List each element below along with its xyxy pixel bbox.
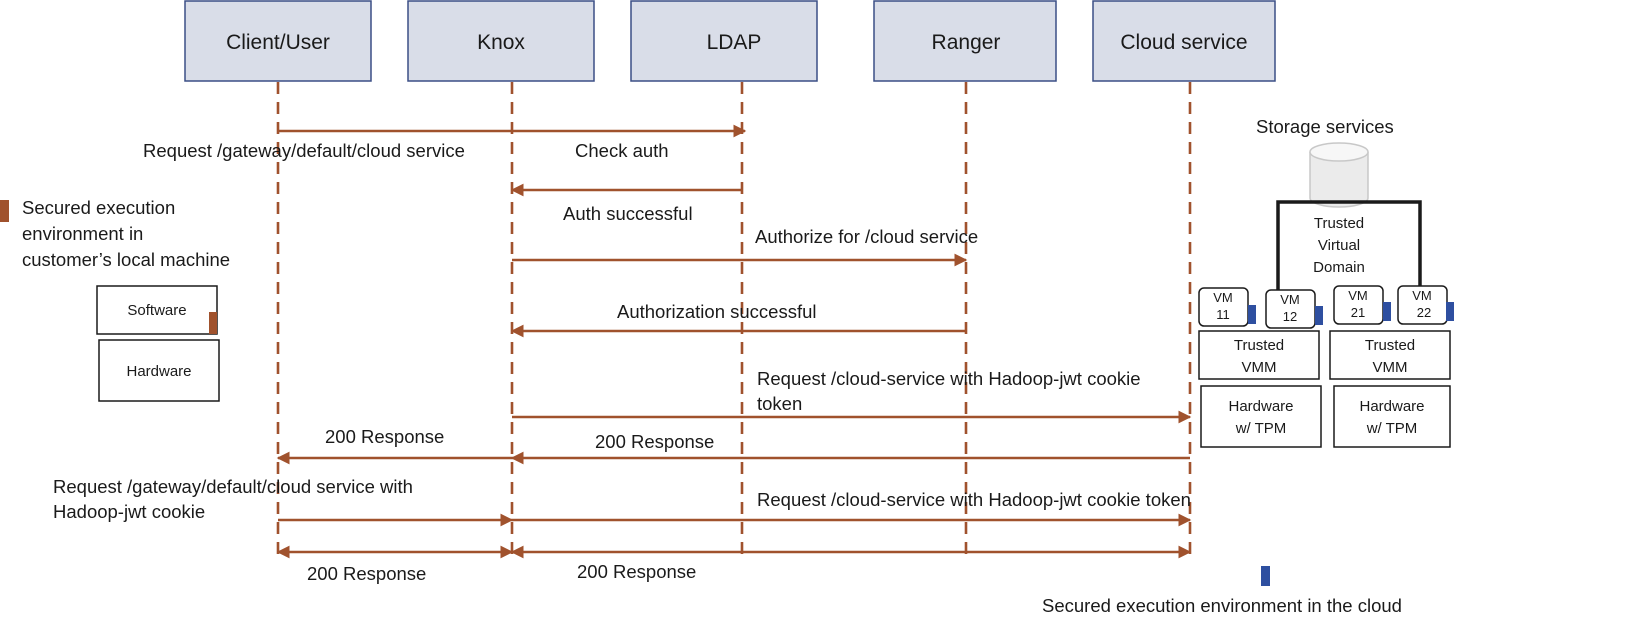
cloud-legend-caption: Secured execution environment in the clo… [1042,595,1402,616]
hardware-tpm-right-label-1: Hardware [1359,398,1424,415]
msg-check-auth-label: Check auth [575,140,669,161]
local-legend-marker [0,200,9,222]
trusted-vmm-right: Trusted VMM [1329,330,1451,380]
trusted-vmm-left-box [1198,330,1320,380]
msg-response-cloud-label: 200 Response [595,431,714,452]
hardware-box [98,339,220,402]
actor-ldap: LDAP [630,0,818,82]
trusted-domain-line-2: Virtual [1318,237,1360,254]
actor-cloud: Cloud service [1092,0,1276,82]
hardware-tpm-left-label-1: Hardware [1228,398,1293,415]
msg-request-cloud-label-2: token [757,393,802,414]
vm-11-label-2: 11 [1216,307,1230,322]
msg-authorization-successful-label: Authorization successful [617,301,817,322]
msg-request-gateway-cookie-label-2: Hadoop-jwt cookie [53,501,205,522]
vm-21-label-2: 21 [1351,305,1365,320]
storage-cylinder-icon [1309,142,1369,208]
vm-11-label-1: VM [1213,290,1233,305]
actor-cloud-box [1092,0,1276,82]
vm-22-label-1: VM [1412,288,1432,303]
vm-22-label-2: 22 [1417,305,1431,320]
trusted-vmm-right-label-1: Trusted [1365,337,1415,354]
vm-21-tpm-marker [1383,302,1391,321]
msg-request-gateway-cookie-label-1: Request /gateway/default/cloud service w… [53,476,413,497]
actor-ldap-box [630,0,818,82]
cloud-environment: Storage services Trusted Virtual Domain … [1042,116,1454,616]
actor-ldap-label: LDAP [707,31,762,54]
hardware-tpm-left: Hardware w/ TPM [1200,385,1322,448]
msg-request-cloud-cookie-label: Request /cloud-service with Hadoop-jwt c… [757,489,1191,510]
vm-21-label-1: VM [1348,288,1368,303]
hardware-tpm-left-label-2: w/ TPM [1235,420,1287,437]
trusted-vmm-right-label-2: VMM [1373,359,1408,376]
hardware-tpm-left-box [1200,385,1322,448]
hardware-tpm-right: Hardware w/ TPM [1333,385,1451,448]
storage-services-title: Storage services [1256,116,1394,137]
actor-cloud-label: Cloud service [1120,31,1247,54]
hardware-label: Hardware [126,363,191,380]
msg-request-gateway-label: Request /gateway/default/cloud service [143,140,465,161]
trusted-domain-bracket [1276,200,1422,290]
msg-request-cloud-label-1: Request /cloud-service with Hadoop-jwt c… [757,368,1141,389]
actor-client: Client/User [184,0,372,82]
msg-response-client-label: 200 Response [325,426,444,447]
hardware-tpm-right-label-2: w/ TPM [1366,420,1418,437]
actor-knox-label: Knox [477,31,525,54]
trusted-vmm-left-label-2: VMM [1242,359,1277,376]
trusted-domain-line-3: Domain [1313,259,1365,276]
msg-authorize-label: Authorize for /cloud service [755,226,978,247]
trusted-domain-line-1: Trusted [1314,215,1364,232]
trusted-vmm-left: Trusted VMM [1198,330,1320,380]
msg-auth-successful-label: Auth successful [563,203,693,224]
vm-22-tpm-marker [1446,302,1454,321]
local-legend-line-3: customer’s local machine [22,249,230,270]
actor-ranger-label: Ranger [932,31,1001,54]
vm-11: VM 11 [1198,287,1256,327]
software-marker [209,312,217,334]
local-legend-line-1: Secured execution [22,197,175,218]
msg-response-bottom-right-label: 200 Response [577,561,696,582]
actor-knox-box [407,0,595,82]
actor-knox: Knox [407,0,595,82]
trusted-vmm-right-box [1329,330,1451,380]
vm-12-label-1: VM [1280,292,1300,307]
vm-12: VM 12 [1265,289,1323,329]
vm-12-label-2: 12 [1283,309,1297,324]
actor-ranger: Ranger [873,0,1057,82]
vm-21: VM 21 [1333,285,1391,325]
vm-11-tpm-marker [1248,305,1256,324]
software-label: Software [127,302,186,319]
local-legend-line-2: environment in [22,223,143,244]
software-box [96,285,218,335]
actor-client-box [184,0,372,82]
hardware-tpm-right-box [1333,385,1451,448]
msg-response-bottom-left-label: 200 Response [307,563,426,584]
trusted-vmm-left-label-1: Trusted [1234,337,1284,354]
vm-12-tpm-marker [1315,306,1323,325]
actor-client-label: Client/User [226,31,330,54]
local-legend: Secured execution environment in custome… [0,197,230,402]
vm-22: VM 22 [1397,285,1454,325]
cloud-legend-marker [1261,566,1270,586]
actor-ranger-box [873,0,1057,82]
